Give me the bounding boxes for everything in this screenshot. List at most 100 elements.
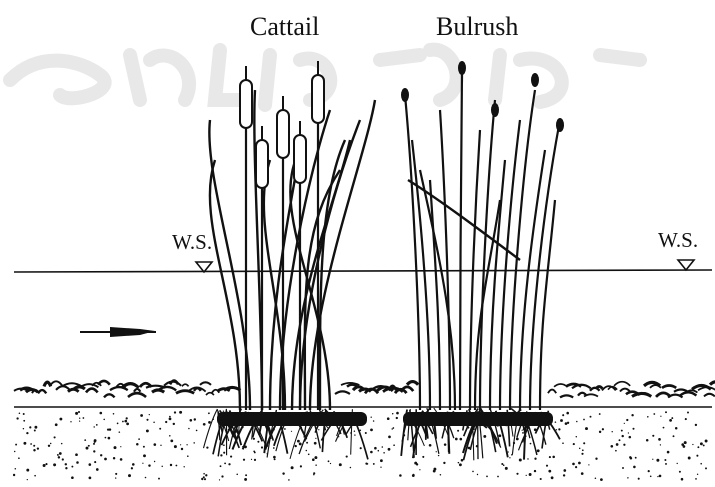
sediment-dot [692, 444, 693, 445]
bulrush-label: Bulrush [436, 14, 518, 40]
sediment-dot [658, 438, 661, 441]
litter-stroke [614, 382, 630, 386]
sediment-dot [19, 412, 21, 414]
sediment-dot [43, 464, 46, 467]
sediment-dot [220, 465, 222, 467]
sediment-dot [695, 478, 697, 480]
sediment-dot [236, 474, 238, 476]
root-crown [217, 412, 367, 426]
sediment-dot [99, 412, 102, 415]
sediment-dot [194, 418, 196, 420]
sediment-dot [575, 466, 577, 468]
sediment-dot [700, 463, 702, 465]
sediment-dot [527, 458, 528, 459]
sediment-dot [37, 447, 39, 449]
sediment-dot [576, 436, 577, 437]
sediment-dot [665, 463, 667, 465]
sediment-dot [179, 411, 182, 414]
sediment-dot [370, 429, 373, 432]
bulrush-plants [401, 61, 564, 410]
sediment-dot [548, 470, 551, 473]
sediment-dot [616, 443, 619, 446]
sediment-dot [104, 458, 107, 461]
litter-stroke [38, 390, 46, 393]
sediment-dot [254, 459, 256, 461]
sediment-dot [595, 478, 597, 480]
sediment-dot [138, 438, 140, 440]
sediment-dot [65, 467, 67, 469]
sediment-dot [146, 419, 148, 421]
sediment-dot [412, 474, 414, 476]
sediment-dot [530, 443, 532, 445]
sediment-dot [174, 445, 177, 448]
sediment-dot [254, 451, 256, 453]
sediment-dot [664, 459, 666, 461]
litter-stroke [86, 389, 98, 393]
sediment-dot [93, 443, 95, 445]
sediment-dot [509, 457, 510, 458]
sediment-dot [114, 446, 117, 449]
litter-stroke [335, 391, 350, 394]
sediment-dot [526, 475, 527, 476]
sediment-dot [84, 439, 86, 441]
sediment-dot [350, 467, 352, 469]
cattail-spike [240, 80, 252, 128]
sediment-dot [519, 459, 522, 462]
sediment-dot [622, 467, 624, 469]
bulrush-stem [412, 140, 430, 410]
sediment-dot [243, 459, 245, 461]
sediment-dot [567, 422, 569, 424]
sediment-dot [257, 441, 259, 443]
sediment-dot [190, 419, 193, 422]
sediment-dot [15, 444, 17, 446]
sediment-dot [660, 444, 661, 445]
sediment-dot [534, 470, 536, 472]
sediment-dot [312, 458, 315, 461]
sediment-dot [630, 457, 633, 460]
sediment-dot [633, 466, 636, 469]
sediment-dot [472, 471, 474, 473]
sediment-dot [373, 463, 375, 465]
sediment-dot [516, 473, 518, 475]
sediment-dot [148, 464, 150, 466]
sediment-dot [53, 463, 56, 466]
bulrush-stem [430, 180, 440, 410]
sediment-dot [579, 448, 580, 449]
sediment-dot [131, 467, 133, 469]
sediment-dot [677, 463, 678, 464]
sediment-dot [440, 474, 442, 476]
sediment-dot [562, 442, 564, 444]
bulrush-seed-head [401, 88, 409, 102]
sediment-dot [113, 457, 115, 459]
sediment-dot [583, 419, 585, 421]
sediment-dot [667, 451, 670, 454]
sediment-dot [360, 447, 362, 449]
sediment-dot [635, 457, 637, 459]
sediment-dot [330, 463, 331, 464]
sediment-dot [619, 439, 621, 441]
litter-stroke [224, 387, 240, 390]
litter-stroke [176, 391, 194, 394]
sediment-dot [588, 464, 589, 465]
litter-stroke [158, 387, 176, 390]
sediment-dot [105, 437, 107, 439]
sediment-dot [313, 474, 315, 476]
sediment-dot [373, 420, 375, 422]
sediment-dot [595, 458, 597, 460]
sediment-dot [516, 438, 519, 441]
sediment-dot [433, 470, 436, 473]
litter-stroke [572, 385, 591, 388]
sediment-dot [208, 421, 211, 424]
sediment-dot [354, 430, 355, 431]
bulrush-stem [480, 100, 495, 410]
sediment-dot [132, 464, 133, 465]
sediment-dot [108, 437, 111, 440]
sediment-dot [457, 430, 459, 432]
sediment-dot [203, 473, 205, 475]
sediment-dot [291, 466, 294, 469]
sediment-dot [422, 456, 424, 458]
litter-stroke [182, 384, 189, 386]
sediment-dot [497, 476, 499, 478]
sediment-dot [314, 456, 317, 459]
bulrush-seed-head [531, 73, 539, 87]
